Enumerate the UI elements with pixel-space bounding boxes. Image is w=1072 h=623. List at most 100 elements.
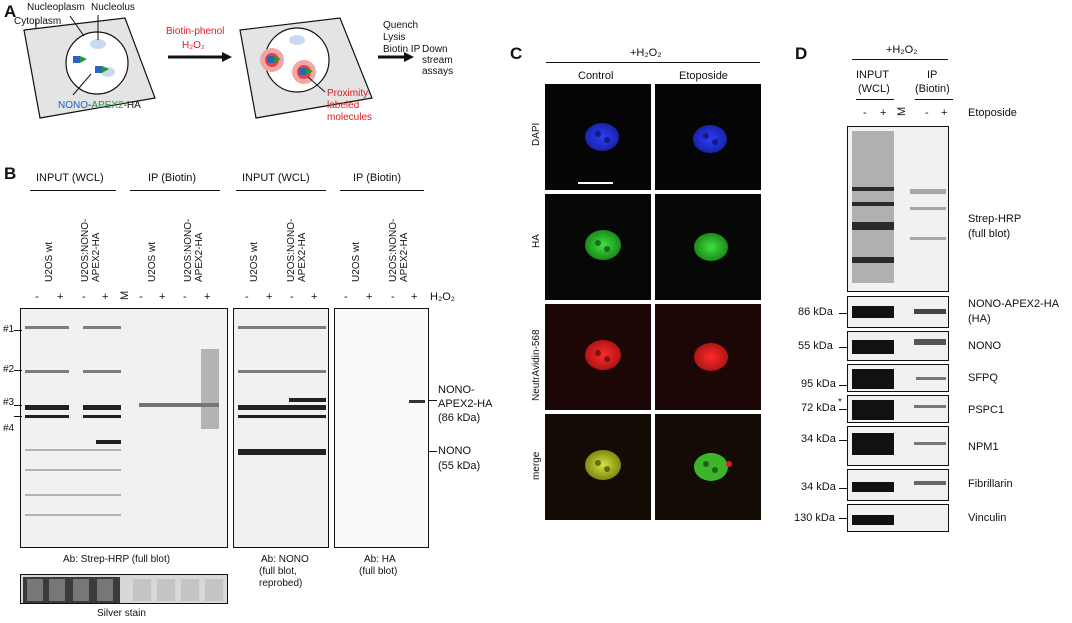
proximity-label-3: molecules: [327, 112, 373, 123]
treatment-label: Biotin-phenol: [166, 26, 225, 37]
d-blot-strep-hrp: [847, 126, 949, 292]
b-sign-6: +: [159, 291, 166, 303]
b-band-tick-2: [14, 370, 22, 371]
b-lane-1: U2OS wt: [44, 241, 55, 282]
d-label-5: NPM1: [968, 441, 999, 453]
c-treatment: +H₂O₂: [630, 47, 662, 59]
d-pspc1-band: [852, 400, 946, 420]
panel-a-schematic: [23, 15, 414, 119]
b-lane-4: U2OS:NONO-APEX2-HA: [183, 218, 205, 282]
b-sign-11: -: [290, 291, 294, 303]
d-nono-apex2-ha-band: [852, 306, 946, 318]
b-caption-nono-1: Ab: NONO: [261, 554, 309, 565]
b-sign-13: -: [344, 291, 348, 303]
b-header-ip-1: IP (Biotin): [148, 172, 197, 184]
nucleoplasm-label: Nucleoplasm: [27, 2, 85, 13]
step-biotin-ip: Biotin IP: [383, 44, 421, 55]
b-strep-bands: [25, 326, 219, 516]
b-sign-5: -: [139, 291, 143, 303]
d-fibrillarin-band: [852, 481, 946, 492]
b-sign-9: -: [245, 291, 249, 303]
construct-label: NONO-APEX2-HA: [58, 100, 141, 112]
proximity-label-2: labeled: [327, 100, 360, 111]
d-sign-2: +: [880, 107, 887, 119]
d-marker-tick-1: [839, 313, 847, 314]
b-header-line-2: [130, 190, 220, 191]
b-band-tick-3: [14, 405, 22, 406]
d-input-2: (WCL): [858, 83, 890, 95]
b-sign-1: -: [35, 291, 39, 303]
c-row-ha: HA: [531, 234, 542, 248]
b-sign-8: +: [204, 291, 211, 303]
d-blot-vinculin: [847, 504, 949, 532]
d-blot-nono: [847, 331, 949, 361]
d-strep-label-1: Strep-HRP: [968, 213, 1022, 225]
cytoplasm-label: Cytoplasm: [14, 16, 62, 27]
b-band-tick-4: [14, 416, 22, 417]
d-marker-2: 55 kDa: [798, 340, 833, 352]
d-vinculin-band: [852, 515, 894, 525]
d-blot-fibrillarin: [847, 469, 949, 501]
b-label-nono-apex-2: APEX2-HA: [438, 398, 493, 410]
b-caption-nono-3: reprobed): [259, 578, 303, 589]
b-lane-2: U2OS:NONO-APEX2-HA: [80, 218, 102, 282]
d-marker-tick-6: [839, 488, 847, 489]
b-label-nono-2: (55 kDa): [438, 460, 481, 472]
b-caption-ha-2: (full blot): [359, 566, 398, 577]
d-label-1-sub: (HA): [968, 313, 991, 325]
d-marker-1: 86 kDa: [798, 306, 833, 318]
b-sign-3: -: [82, 291, 86, 303]
d-blot-pspc1: [847, 395, 949, 423]
b-marker-m: M: [119, 290, 131, 300]
b-band-tick-1: [14, 330, 22, 331]
b-label-nono-apex-1: NONO-: [438, 384, 475, 396]
b-sign-16: +: [411, 291, 418, 303]
b-sign-10: +: [266, 291, 273, 303]
b-sign-14: +: [366, 291, 373, 303]
proximity-label-1: Proximity-: [327, 88, 372, 99]
b-band-2: #2: [3, 364, 15, 375]
downstream-1: Down: [422, 44, 448, 55]
b-sign-2: +: [57, 291, 64, 303]
b-silver-stain-lanes: [23, 577, 223, 603]
d-marker-4: 72 kDa: [801, 402, 836, 414]
b-sign-4: +: [102, 291, 109, 303]
d-label-3: SFPQ: [968, 372, 998, 384]
panel-c-letter: C: [510, 44, 523, 63]
d-star: *: [838, 397, 842, 408]
b-caption-nono-2: (full blot,: [259, 566, 297, 577]
d-input-1: INPUT: [856, 69, 889, 81]
d-blot-sfpq: [847, 364, 949, 392]
b-lane-5: U2OS wt: [249, 241, 260, 282]
b-ha-bands: [409, 400, 425, 403]
c-treatment-line: [546, 62, 760, 63]
b-caption-silver: Silver stain: [97, 608, 146, 619]
d-marker-m: M: [896, 106, 908, 116]
d-input-line: [856, 99, 894, 100]
d-ip-2: (Biotin): [915, 83, 950, 95]
d-sign-3: -: [925, 107, 929, 119]
b-header-line-3: [236, 190, 326, 191]
panel-d-letter: D: [795, 44, 808, 63]
d-marker-tick-3: [839, 385, 847, 386]
d-marker-tick-2: [839, 347, 847, 348]
d-etoposide: Etoposide: [968, 107, 1017, 119]
d-sfpq-band: [852, 369, 946, 389]
b-caption-strep: Ab: Strep-HRP (full blot): [63, 554, 171, 565]
panel-a-letter: A: [4, 2, 17, 21]
b-lane-7: U2OS wt: [351, 241, 362, 282]
d-label-1: NONO-APEX2-HA: [968, 298, 1060, 310]
b-sign-7: -: [183, 291, 187, 303]
b-band-1: #1: [3, 324, 15, 335]
d-strep-bands: [852, 131, 946, 283]
construct-ha: -HA: [123, 100, 141, 111]
d-marker-tick-5: [839, 440, 847, 441]
treatment-h2o2: H₂O₂: [182, 40, 205, 51]
c-micrograph-grid: [545, 84, 761, 520]
b-header-ip-2: IP (Biotin): [353, 172, 402, 184]
step-lysis: Lysis: [383, 32, 406, 43]
d-strep-label-2: (full blot): [968, 228, 1011, 240]
c-row-merge: merge: [531, 451, 542, 480]
c-row-neutravidin: NeutrAvidin-568: [531, 329, 542, 401]
b-blot-strep-hrp: [20, 308, 228, 548]
